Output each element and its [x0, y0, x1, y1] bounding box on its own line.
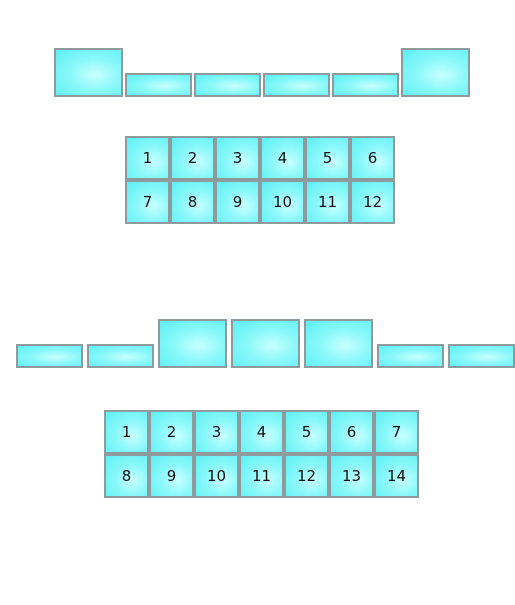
- tall-panel: [54, 48, 123, 97]
- grid-cell: 13: [329, 454, 374, 498]
- tall-panel: [401, 48, 470, 97]
- short-panel: [194, 73, 261, 97]
- grid-cell: 10: [260, 180, 305, 224]
- grid-cell: 12: [350, 180, 395, 224]
- grid-cell: 5: [305, 136, 350, 180]
- grid-cell: 8: [104, 454, 149, 498]
- grid-cell: 1: [125, 136, 170, 180]
- grid-cell: 8: [170, 180, 215, 224]
- grid-cell: 9: [215, 180, 260, 224]
- grid-cell: 10: [194, 454, 239, 498]
- grid-cell: 1: [104, 410, 149, 454]
- grid-cell: 3: [215, 136, 260, 180]
- grid-cell: 2: [170, 136, 215, 180]
- short-panel: [125, 73, 192, 97]
- grid-cell: 12: [284, 454, 329, 498]
- tall-panel: [231, 319, 300, 368]
- grid-cell: 5: [284, 410, 329, 454]
- grid-cell: 9: [149, 454, 194, 498]
- short-panel: [448, 344, 515, 368]
- short-panel: [263, 73, 330, 97]
- grid-cell: 14: [374, 454, 419, 498]
- tall-panel: [304, 319, 373, 368]
- grid-cell: 6: [329, 410, 374, 454]
- short-panel: [16, 344, 83, 368]
- grid-cell: 4: [260, 136, 305, 180]
- short-panel: [87, 344, 154, 368]
- grid-cell: 2: [149, 410, 194, 454]
- grid-cell: 11: [239, 454, 284, 498]
- grid-cell: 7: [374, 410, 419, 454]
- grid-cell: 6: [350, 136, 395, 180]
- grid-cell: 4: [239, 410, 284, 454]
- grid-cell: 11: [305, 180, 350, 224]
- tall-panel: [158, 319, 227, 368]
- short-panel: [332, 73, 399, 97]
- grid-cell: 7: [125, 180, 170, 224]
- short-panel: [377, 344, 444, 368]
- grid-cell: 3: [194, 410, 239, 454]
